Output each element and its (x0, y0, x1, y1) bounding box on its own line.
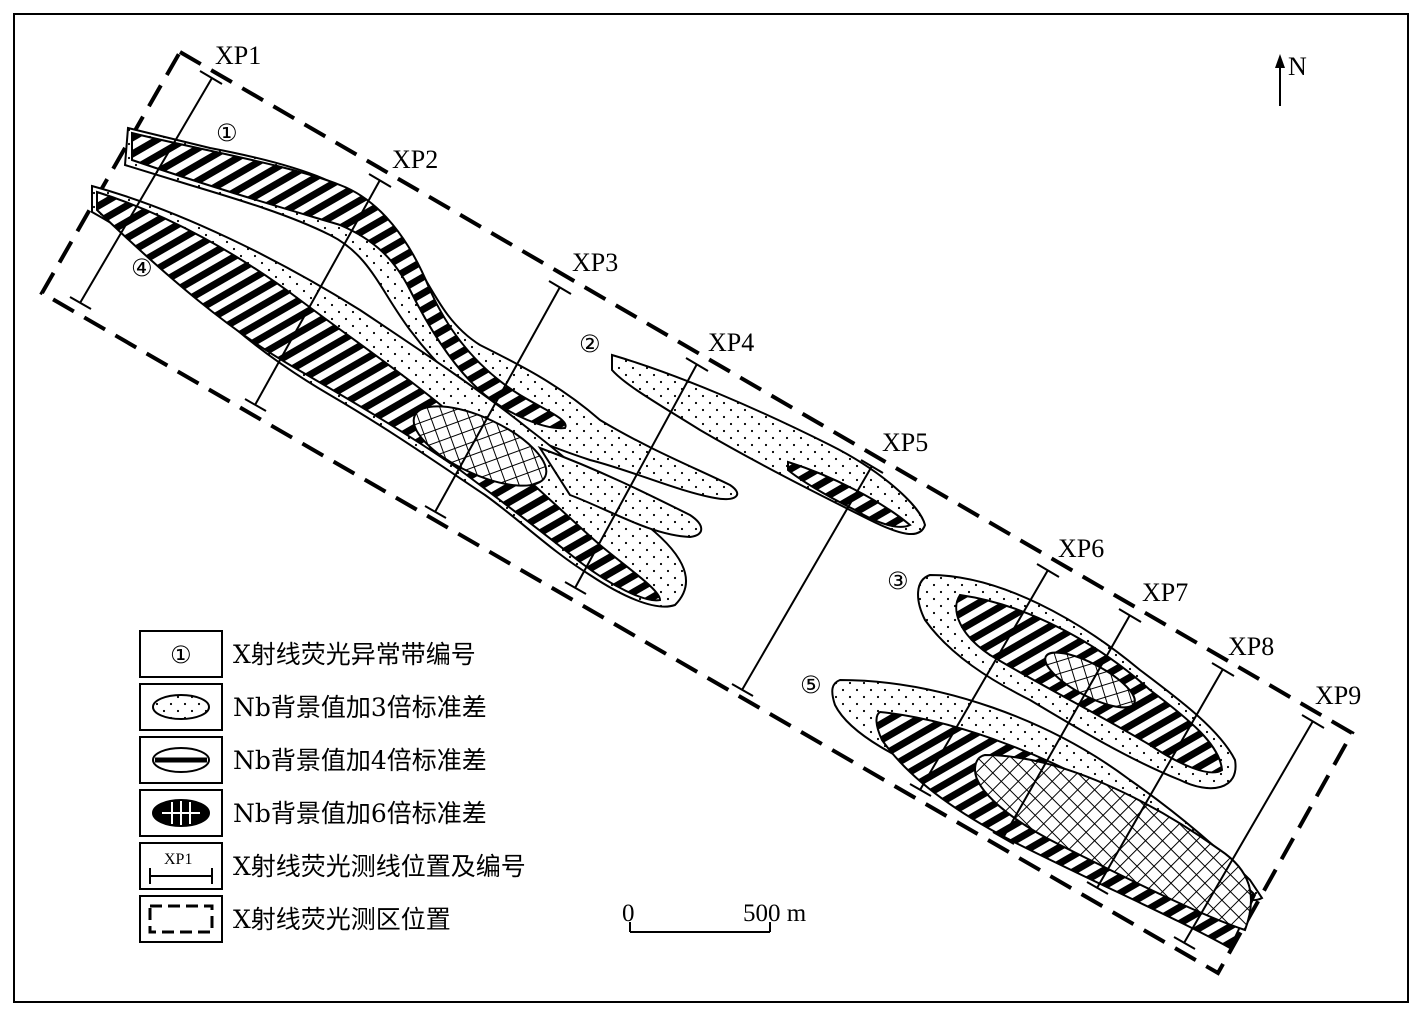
map-frame (13, 13, 1409, 1003)
legend: ① X射线荧光异常带编号 Nb背景值加3倍标准差 Nb背景值加4倍标准差 Nb背… (139, 630, 526, 943)
legend-label-zone-number: X射线荧光异常带编号 (233, 640, 476, 669)
north-arrow: N (1275, 52, 1307, 106)
profile-label-xp2: XP2 (392, 145, 438, 174)
legend-label-4sd: Nb背景值加4倍标准差 (233, 746, 487, 775)
profile-label-xp9: XP9 (1315, 681, 1361, 710)
profile-label-xp5: XP5 (882, 428, 928, 457)
profile-label-xp4: XP4 (708, 328, 754, 357)
profile-label-xp1: XP1 (215, 41, 261, 70)
profile-label-xp7: XP7 (1142, 578, 1188, 607)
zone-number-4: ④ (131, 254, 153, 282)
survey-area-boundary (39, 49, 1355, 976)
anomaly-zone-3 (917, 573, 1237, 790)
anomaly-zone-5 (831, 678, 1264, 950)
profile-label-xp3: XP3 (572, 248, 618, 277)
profile-label-xp8: XP8 (1228, 632, 1274, 661)
zone-number-1: ① (216, 119, 238, 147)
legend-swatch-survey-area (139, 895, 223, 943)
zone-number-2: ② (579, 330, 601, 358)
legend-swatch-zone-number (139, 630, 223, 678)
profile-lines (69, 70, 1325, 950)
legend-label-profile-line: X射线荧光测线位置及编号 (233, 852, 526, 881)
legend-profile-symbol: XP1 (164, 851, 192, 868)
anomaly-zone-1 (123, 126, 739, 501)
anomaly-zone-4 (91, 184, 703, 608)
profile-label-xp6: XP6 (1058, 534, 1104, 563)
legend-label-survey-area: X射线荧光测区位置 (233, 905, 451, 934)
zone-number-5: ⑤ (800, 671, 822, 699)
legend-swatch-profile-line (139, 842, 223, 890)
legend-label-6sd: Nb背景值加6倍标准差 (233, 799, 487, 828)
scale-bar: 0 500 m (622, 900, 807, 933)
legend-zone-symbol: ① (170, 641, 192, 669)
scale-start: 0 (622, 900, 635, 927)
legend-label-3sd: Nb背景值加3倍标准差 (233, 693, 487, 722)
zone-number-3: ③ (887, 567, 909, 595)
scale-end: 500 m (743, 900, 807, 927)
anomaly-zone-2 (611, 353, 927, 536)
north-label: N (1288, 52, 1307, 81)
